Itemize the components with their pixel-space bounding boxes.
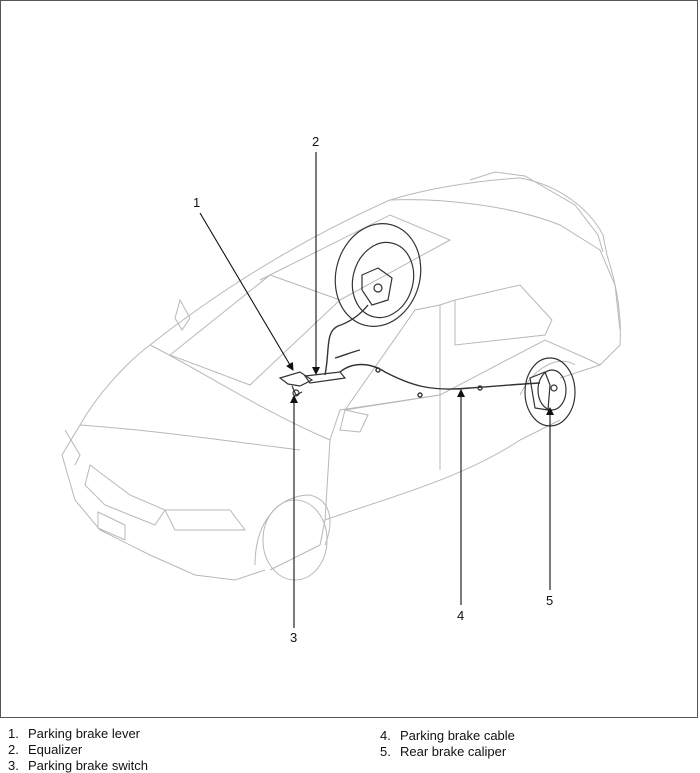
leader-lines — [199, 152, 554, 628]
legend: 1. Parking brake lever 2. Equalizer 3. Park… — [0, 720, 700, 773]
callout-2: 2 — [312, 134, 320, 149]
car-outline — [61, 171, 621, 581]
legend-item: 3. Parking brake switch — [8, 758, 148, 773]
callout-3: 3 — [290, 630, 298, 645]
legend-item-label: Parking brake cable — [400, 728, 515, 743]
legend-item-label: Rear brake caliper — [400, 744, 507, 759]
legend-item-number: 3. — [8, 758, 19, 773]
legend-item-label: Parking brake lever — [28, 726, 140, 741]
legend-item-label: Equalizer — [28, 742, 83, 757]
legend-item-number: 5. — [380, 744, 391, 759]
legend-item: 5. Rear brake caliper — [380, 744, 506, 759]
legend-item-label: Parking brake switch — [28, 758, 148, 773]
legend-item: 1. Parking brake lever — [8, 726, 140, 741]
callout-1: 1 — [193, 195, 201, 210]
legend-item-number: 2. — [8, 742, 19, 757]
legend-item-number: 1. — [8, 726, 19, 741]
legend-item: 4. Parking brake cable — [380, 728, 515, 743]
callout-4: 4 — [457, 608, 465, 623]
legend-item-number: 4. — [380, 728, 391, 743]
rear-left-wheel — [334, 223, 422, 327]
legend-item: 2. Equalizer — [8, 742, 82, 757]
diagram-frame — [0, 0, 698, 718]
callout-5: 5 — [546, 593, 554, 608]
parking-brake-lever — [278, 371, 347, 397]
parking-brake-cable — [324, 304, 541, 398]
leader-line-1 — [199, 212, 294, 371]
parking-brake-diagram — [61, 152, 621, 628]
